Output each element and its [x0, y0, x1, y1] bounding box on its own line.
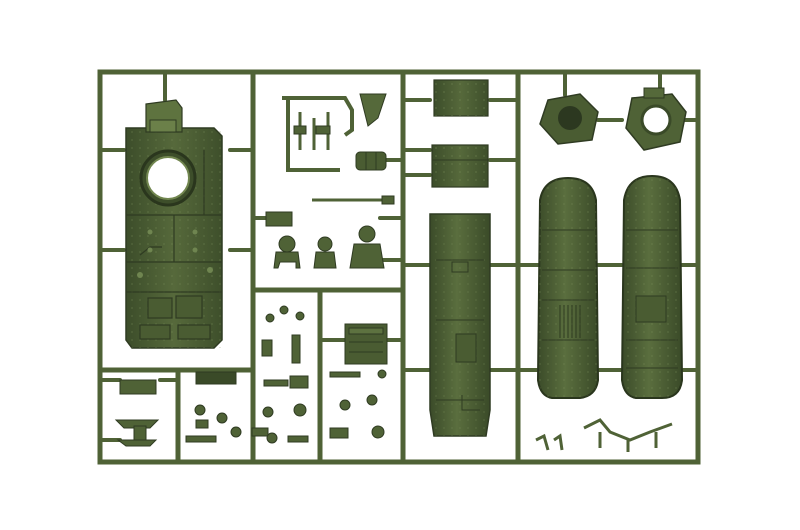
sprue-gates [98, 70, 700, 442]
track-panel-left [536, 176, 600, 399]
crew-figure-3 [349, 225, 385, 269]
turret-parts [539, 87, 687, 151]
crew-figure-1 [273, 235, 301, 269]
small-parts-bottom-right [535, 418, 673, 452]
small-parts-lower [251, 305, 388, 444]
small-parts-upper [265, 93, 395, 269]
crew-figure-2 [313, 236, 337, 269]
small-parts-left-lower [114, 371, 242, 447]
track-panel-right [620, 174, 684, 399]
center-plates [429, 79, 491, 437]
hull-top-plate [125, 99, 223, 349]
sprue-frame [97, 69, 701, 465]
